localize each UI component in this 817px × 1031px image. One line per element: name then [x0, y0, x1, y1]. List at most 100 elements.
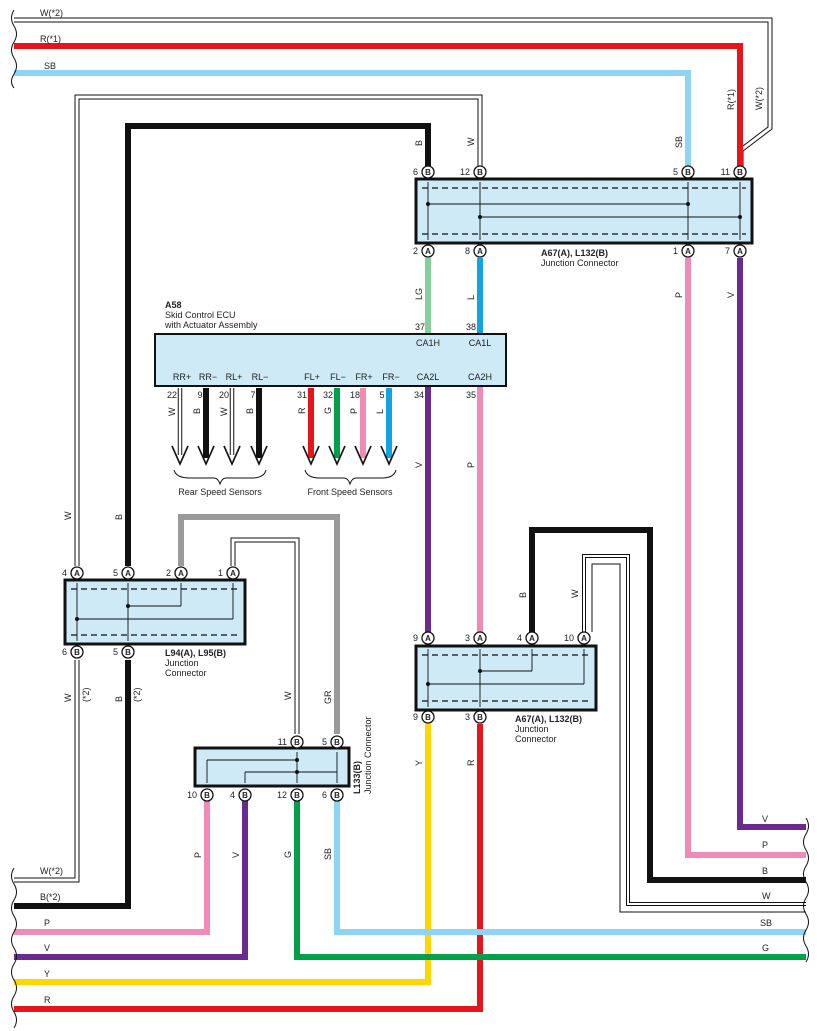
svg-text:B: B	[294, 791, 300, 800]
svg-text:A: A	[178, 569, 184, 578]
svg-text:B: B	[477, 168, 483, 177]
ecu-pin-5: 5	[379, 390, 384, 400]
svg-text:B: B	[334, 738, 340, 747]
label-b-l94: B	[114, 696, 124, 702]
pin-num-b10a: 10	[564, 633, 574, 643]
connector-l133: L133(B) Junction Connector	[193, 716, 373, 794]
label-w-l133: W	[283, 691, 293, 700]
pin-num-l133-10: 10	[187, 790, 197, 800]
pin-num-7: 7	[725, 246, 730, 256]
label-p-1: P	[674, 292, 684, 298]
pin-l133-6: B	[330, 788, 344, 802]
svg-text:A: A	[74, 569, 80, 578]
pin-num-11: 11	[721, 167, 730, 177]
ecu-term-ca2l: CA2L	[417, 372, 440, 382]
pin-a67-8: A	[473, 244, 487, 258]
svg-text:B: B	[242, 791, 248, 800]
pin-l133-10: B	[200, 788, 214, 802]
pin-num-b3b: 3	[465, 712, 470, 722]
connector-l94-id: L94(A), L95(B)	[165, 648, 226, 658]
connector-l94: L94(A), L95(B) Junction Connector	[63, 578, 247, 678]
arrow-rr-plus	[171, 445, 189, 466]
pin-num-6: 6	[413, 167, 418, 177]
ecu-pin-34: 34	[414, 390, 424, 400]
connector-a67-bottom-sub1: Junction	[515, 724, 549, 734]
pin-num-b9a: 9	[413, 633, 418, 643]
svg-text:A: A	[685, 247, 691, 256]
ecu-pin-22: 22	[167, 390, 177, 400]
wire-sb-l133	[334, 800, 806, 935]
label-s-p: P	[349, 408, 359, 414]
label-s-b1: B	[192, 408, 202, 414]
pin-num-l5b: 5	[113, 647, 118, 657]
pin-num-l5: 5	[113, 568, 118, 578]
pin-l133-4: B	[238, 788, 252, 802]
front-speed-sensors-label: Front Speed Sensors	[307, 487, 393, 497]
svg-text:A: A	[230, 569, 236, 578]
svg-text:A: A	[477, 634, 483, 643]
svg-text:B: B	[204, 791, 210, 800]
pin-num-l1: 1	[218, 568, 223, 578]
wire-w-lower	[582, 554, 806, 913]
pin-num-l133-4: 4	[230, 790, 235, 800]
ecu-a58: A58 Skid Control ECU with Actuator Assem…	[154, 300, 507, 497]
pin-num-5: 5	[673, 167, 678, 177]
ecu-term-ca1h: CA1H	[416, 338, 440, 348]
ecu-term-rr-plus: RR+	[173, 372, 191, 382]
wires	[11, 9, 809, 1029]
pin-l133-12: B	[290, 788, 304, 802]
speed-sensor-wires	[171, 388, 398, 486]
ecu-pin-32: 32	[323, 390, 333, 400]
label-w-l94: W	[63, 693, 73, 702]
ecu-name-line1: Skid Control ECU	[165, 310, 236, 320]
ecu-pin-7: 7	[250, 390, 255, 400]
ecu-term-ca2h: CA2H	[468, 372, 492, 382]
arrow-fl-plus	[302, 445, 320, 466]
label-s-b2: B	[245, 408, 255, 414]
label-left-w2: W(*2)	[40, 866, 63, 876]
pin-l133-11: B	[290, 735, 304, 749]
wire-r	[14, 724, 483, 1012]
arrow-fr-plus	[354, 445, 372, 466]
ecu-pin-18: 18	[350, 390, 360, 400]
label-s-w2: W	[219, 407, 229, 416]
pin-a67-12: B	[473, 165, 487, 179]
ecu-term-ca1l: CA1L	[469, 338, 492, 348]
pin-a67b-3b: B	[473, 710, 487, 724]
pin-num-12: 12	[460, 167, 470, 177]
pin-a67-6: B	[421, 165, 435, 179]
pin-num-2: 2	[413, 246, 418, 256]
label-lg: LG	[414, 288, 424, 300]
ecu-pin-38: 38	[466, 322, 476, 332]
line-breaks	[11, 9, 809, 1029]
pin-num-l133-5: 5	[322, 737, 327, 747]
brace-rear	[173, 469, 267, 486]
pin-num-8: 8	[465, 246, 470, 256]
wire-b-pin6	[125, 123, 431, 566]
label-gr-l133: GR	[323, 690, 333, 704]
arrow-rl-plus	[223, 445, 241, 466]
label-left-y: Y	[44, 969, 50, 979]
wire-v-pin7	[737, 258, 806, 830]
svg-text:A: A	[737, 247, 743, 256]
label-w-left: W	[63, 511, 73, 520]
svg-text:B: B	[685, 168, 691, 177]
connector-a67-top-id: A67(A), L132(B)	[541, 248, 608, 258]
svg-text:B: B	[425, 713, 431, 722]
ecu-pin-31: 31	[297, 390, 307, 400]
ecu-pin-37: 37	[415, 322, 425, 332]
label-left-r: R	[44, 995, 51, 1005]
pin-a67-2: A	[421, 244, 435, 258]
label-s-g: G	[323, 407, 333, 414]
pin-num-l133-11: 11	[278, 737, 287, 747]
ecu-pin-9: 9	[197, 390, 202, 400]
svg-text:B: B	[294, 738, 300, 747]
pin-l94-5: A	[121, 566, 135, 580]
brace-front	[304, 469, 397, 486]
label-sb-6: SB	[323, 848, 333, 860]
arrow-rl-minus	[250, 445, 268, 466]
pin-l94-2: A	[174, 566, 188, 580]
connector-a67-bottom: A67(A), L132(B) Junction Connector	[414, 644, 598, 744]
connector-a67-top: A67(A), L132(B) Junction Connector	[414, 177, 754, 268]
